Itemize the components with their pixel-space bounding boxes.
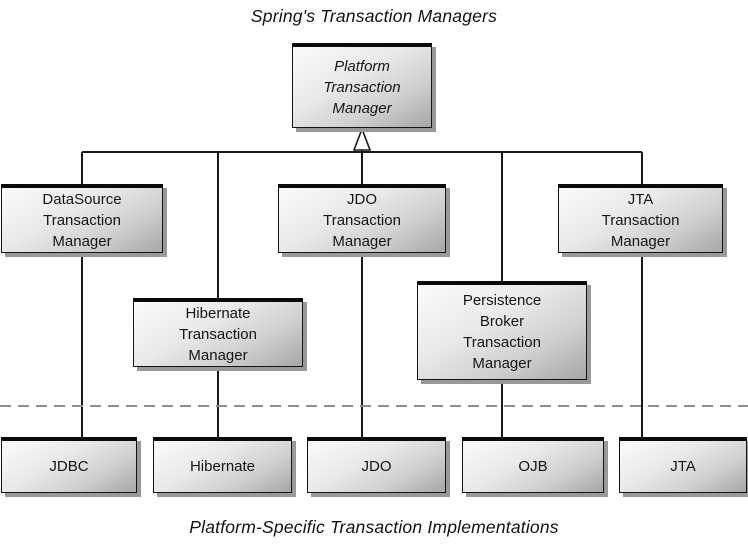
- node-jdo-transaction-manager: JDO Transaction Manager: [278, 184, 446, 253]
- node-jta: JTA: [619, 437, 747, 493]
- node-jdo: JDO: [307, 437, 446, 493]
- node-jdbc: JDBC: [1, 437, 137, 493]
- node-platform-transaction-manager: Platform Transaction Manager: [292, 43, 432, 128]
- node-persistence-broker-transaction-manager: Persistence Broker Transaction Manager: [417, 281, 587, 380]
- generalization-arrow-icon: [352, 126, 372, 151]
- node-jta-transaction-manager: JTA Transaction Manager: [558, 184, 723, 253]
- node-hibernate-transaction-manager: Hibernate Transaction Manager: [133, 298, 303, 367]
- node-ojb: OJB: [462, 437, 604, 493]
- node-hibernate: Hibernate: [153, 437, 292, 493]
- diagram-title: Spring's Transaction Managers: [250, 6, 498, 26]
- node-datasource-transaction-manager: DataSource Transaction Manager: [1, 184, 163, 253]
- diagram-caption: Platform-Specific Transaction Implementa…: [189, 517, 559, 537]
